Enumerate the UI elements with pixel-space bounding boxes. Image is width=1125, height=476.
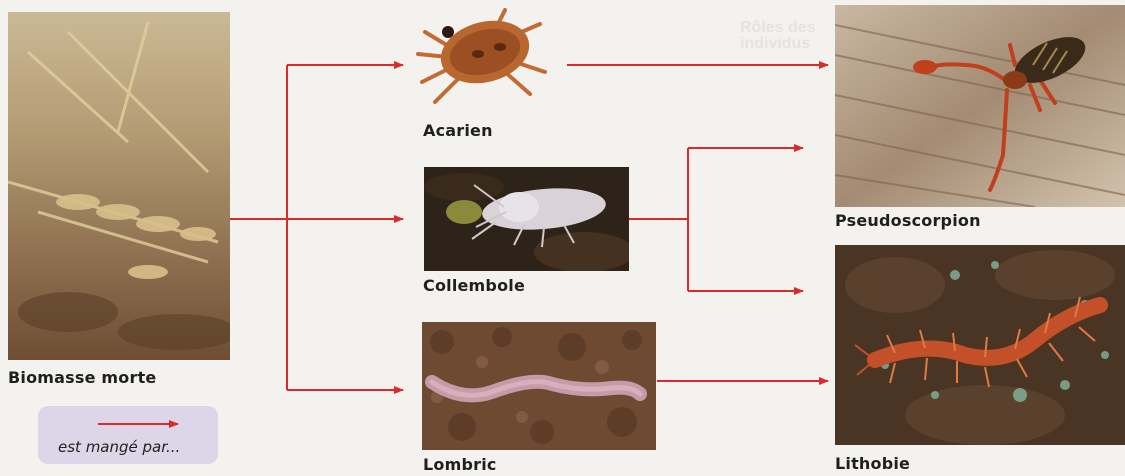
label-biomasse: Biomasse morte (8, 368, 156, 387)
label-lithobie: Lithobie (835, 454, 910, 473)
label-acarien: Acarien (423, 121, 493, 140)
legend-text: est mangé par... (58, 438, 180, 456)
biomasse-photo (8, 12, 230, 360)
lithobie-photo (835, 245, 1125, 445)
pseudoscorpion-photo (835, 5, 1125, 207)
legend: est mangé par... (38, 406, 218, 464)
label-lombric: Lombric (423, 455, 497, 474)
acarien-illustration (410, 2, 560, 112)
label-collembole: Collembole (423, 276, 525, 295)
legend-arrow (38, 406, 218, 436)
label-pseudoscorpion: Pseudoscorpion (835, 211, 981, 230)
collembole-photo (424, 167, 629, 271)
lombric-photo (422, 322, 656, 450)
